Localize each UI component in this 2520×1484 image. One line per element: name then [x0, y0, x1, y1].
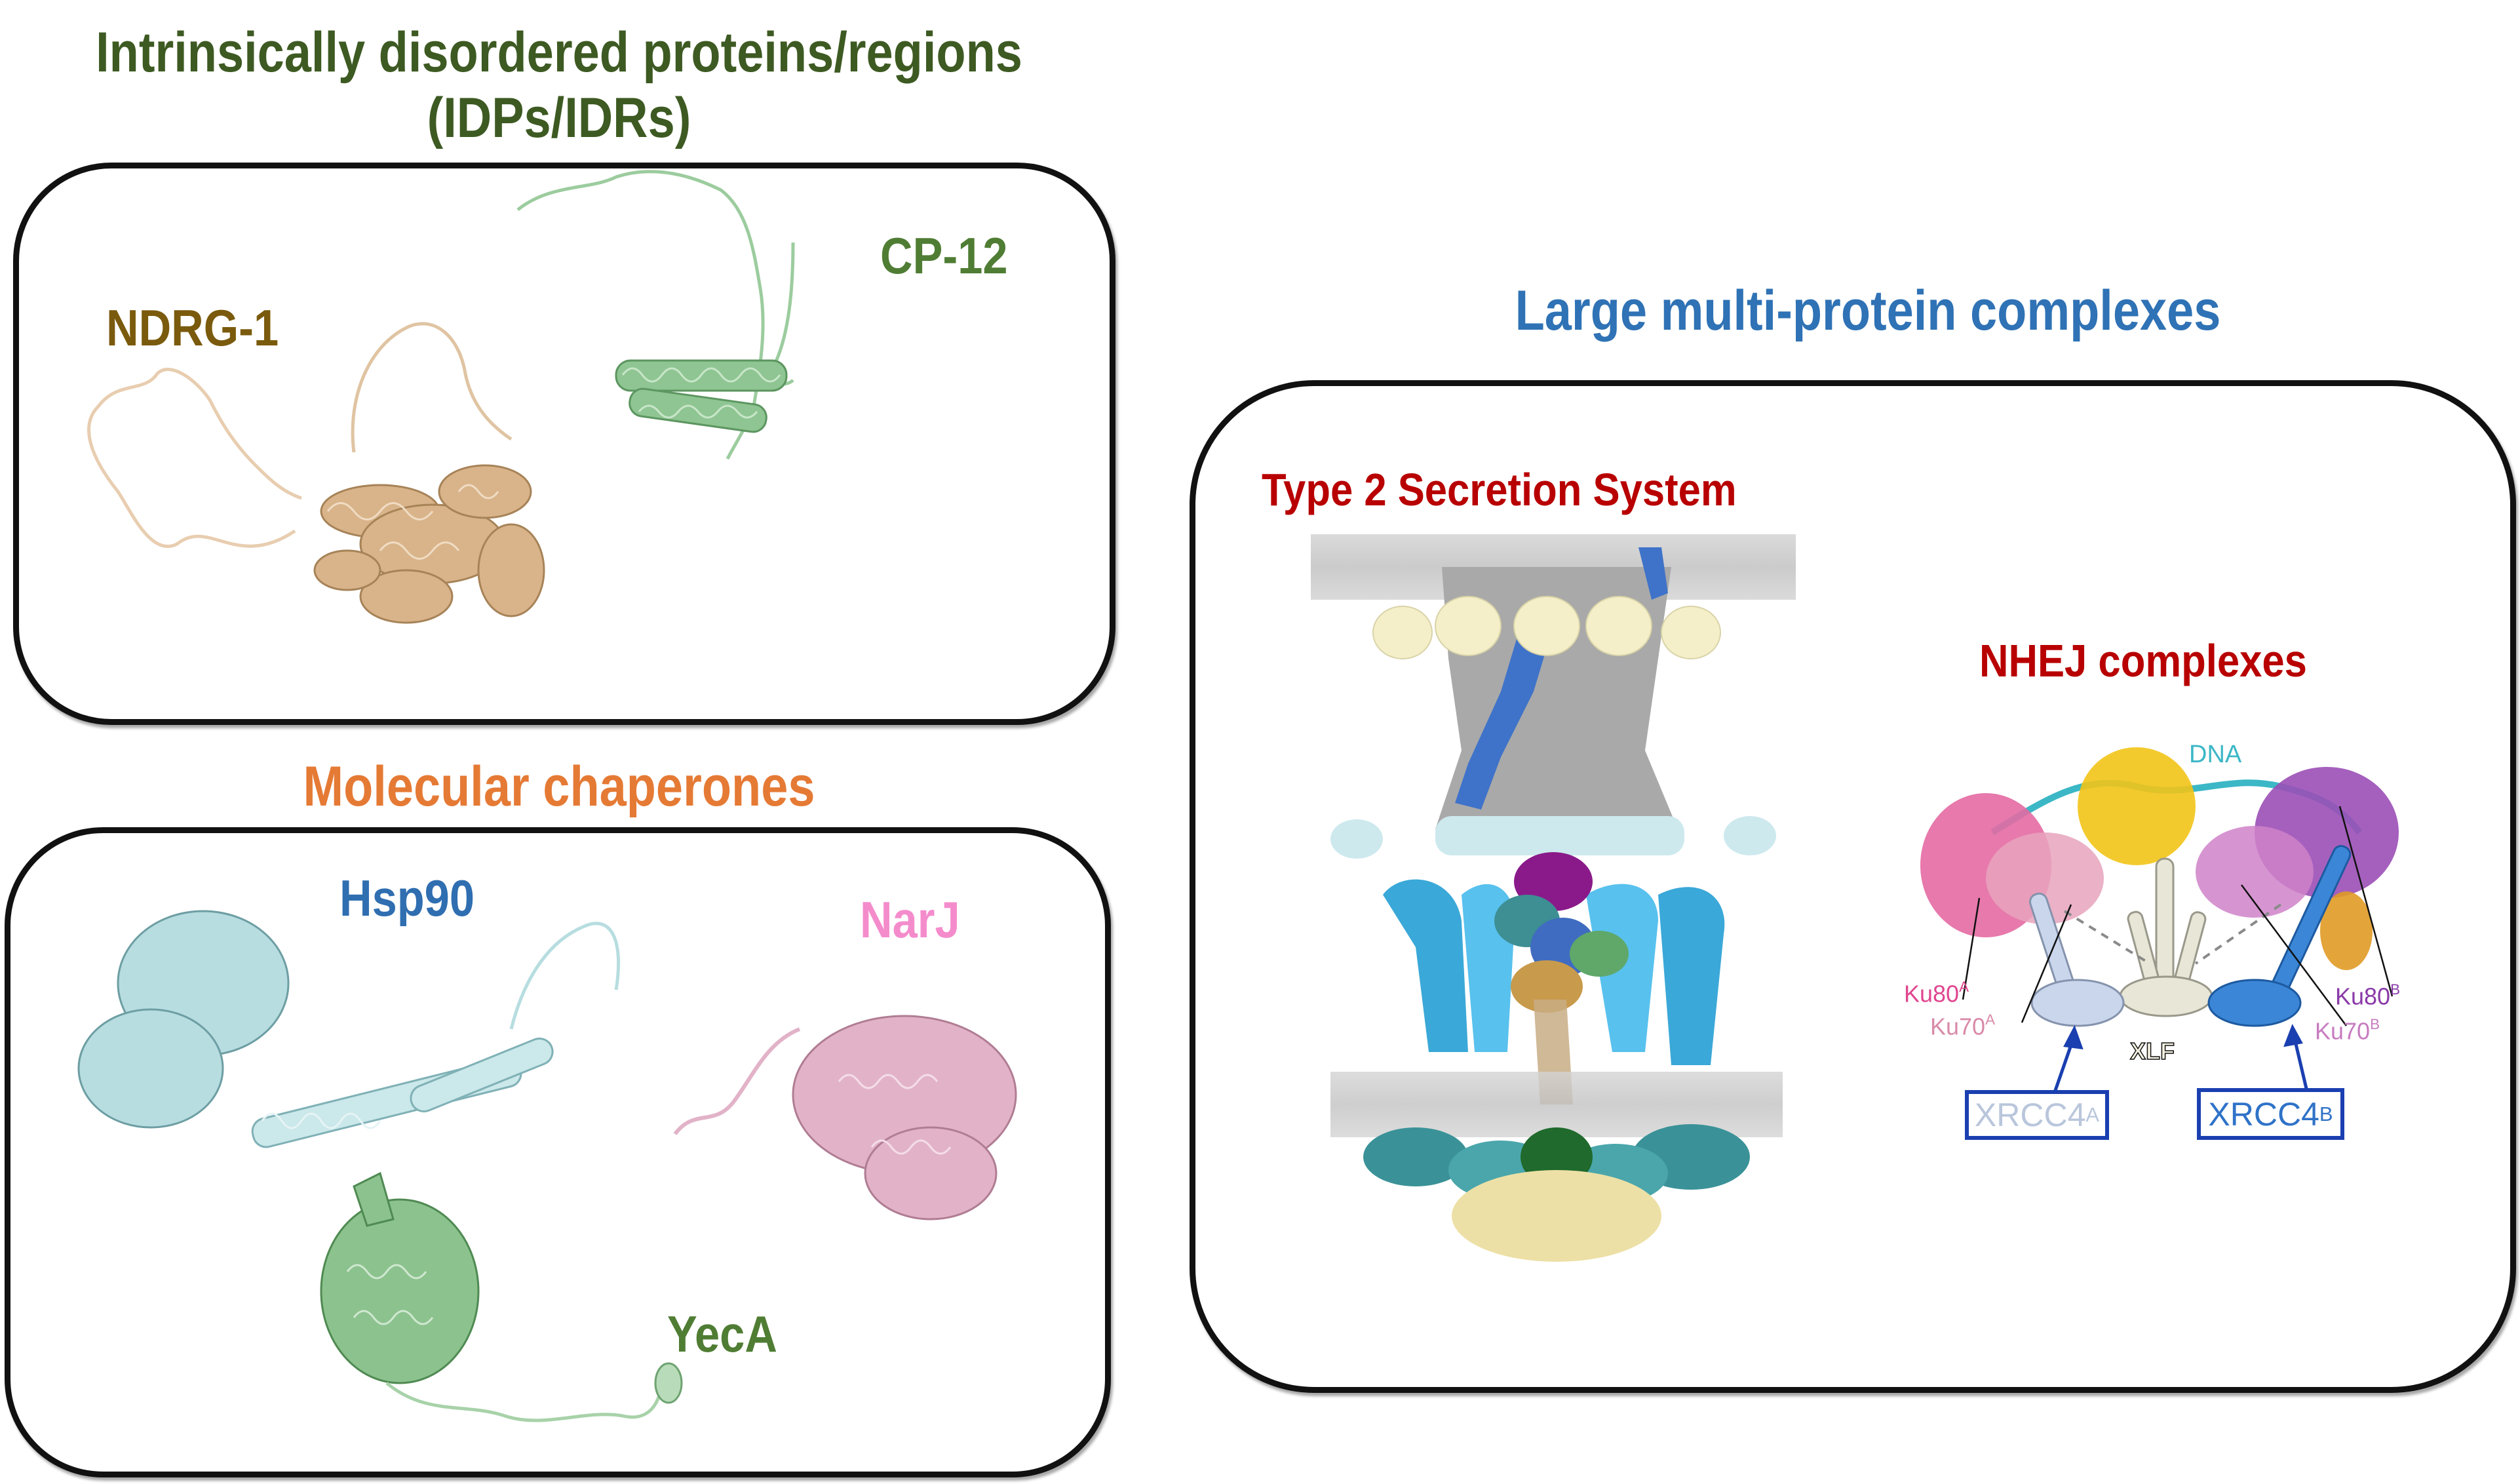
yeca-structure	[320, 1171, 683, 1422]
cp12-label: CP-12	[880, 227, 1008, 284]
ndrg1-structure	[87, 322, 545, 624]
xlf-label: XLF	[2129, 1037, 2175, 1065]
narj-structure	[673, 1015, 1017, 1220]
idp-section-title: Intrinsically disordered proteins/region…	[78, 20, 1039, 151]
inner-platform	[1383, 852, 1725, 1104]
ku80b-label: Ku80B	[2335, 981, 2400, 1010]
ku70b-label: Ku70B	[2315, 1016, 2380, 1045]
xrcc4b-arrow	[2292, 1035, 2309, 1092]
idp-panel	[13, 163, 1115, 725]
yeca-label: YecA	[667, 1305, 777, 1363]
ku70b-leader	[2240, 884, 2348, 1026]
ku70a-label: Ku70A	[1930, 1011, 1995, 1040]
ku70a-leader	[2021, 904, 2072, 1023]
t2ss-structure	[1311, 534, 1796, 1262]
ku70b-structure	[2196, 826, 2314, 918]
chaperones-section-title: Molecular chaperones	[303, 755, 815, 818]
hsp90-structure	[77, 910, 621, 1148]
t2ss-title: Type 2 Secretion System	[1262, 464, 1737, 515]
xrcc4b-structure	[2207, 845, 2352, 1027]
hsp90-label: Hsp90	[339, 869, 475, 927]
narj-label: NarJ	[860, 891, 960, 948]
idp-title-line2: (IDPs/IDRs)	[427, 87, 691, 149]
ku80b-leader	[2338, 806, 2394, 997]
nhej-title: NHEJ complexes	[1979, 635, 2307, 686]
cp12-structure	[516, 170, 795, 460]
atpase	[1363, 1124, 1750, 1262]
ku80a-leader	[1962, 897, 1981, 1000]
ku70a-structure	[1986, 832, 2104, 924]
xlf-structure	[2119, 857, 2213, 1017]
ndrg1-label: NDRG-1	[106, 299, 279, 357]
idp-title-line1: Intrinsically disordered proteins/region…	[96, 21, 1022, 84]
nhej-structure	[1920, 747, 2399, 1099]
pilotin-ring	[1372, 596, 1721, 659]
ku80a-label: Ku80A	[1904, 979, 1969, 1007]
complexes-section-title: Large multi-protein complexes	[1515, 279, 2221, 342]
dna-label: DNA	[2189, 741, 2242, 768]
